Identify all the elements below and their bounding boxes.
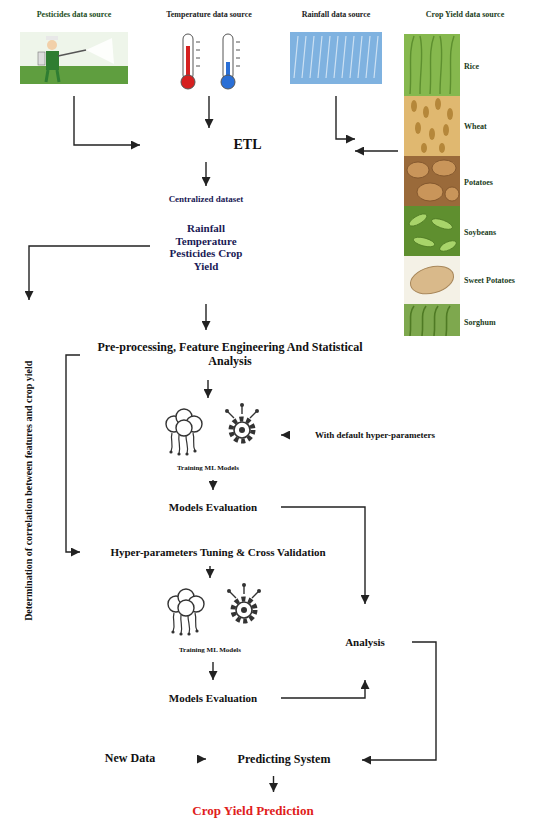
node-label: Pre-processing, Feature Engineering And …: [86, 341, 374, 369]
thermometer-picture: [181, 34, 240, 89]
node-label: Rainfall Temperature Pesticides Crop Yie…: [164, 222, 248, 273]
rain-picture: [290, 32, 382, 84]
node-label: Training ML Models: [137, 646, 283, 654]
decision-diamond: Analysis: [318, 604, 412, 680]
process-box: ETL: [140, 128, 355, 162]
ml-icons: [168, 583, 261, 636]
dataset-cylinder: Centralized datasetRainfall Temperature …: [150, 186, 262, 304]
block-arrow: New Data: [80, 740, 200, 778]
process-box: Models Evaluation: [145, 490, 281, 524]
node-label: New Data: [105, 752, 155, 766]
flow-arrow: [207, 380, 208, 398]
flow-arrow: [281, 434, 286, 435]
node-label: Training ML Models: [137, 464, 279, 472]
node-label: Models Evaluation: [169, 692, 257, 705]
flow-arrow: [281, 680, 365, 698]
flow-arrow: [205, 162, 206, 186]
node-label: Models Evaluation: [169, 501, 257, 514]
flow-arrow: [74, 96, 140, 145]
node-label: ETL: [233, 137, 261, 153]
crop-label: Sweet Potatoes: [464, 276, 528, 285]
node-outline: [398, 4, 532, 350]
result-box: Crop Yield Prediction: [165, 792, 341, 830]
process-box: Models Evaluation: [145, 680, 281, 716]
data-source-cylinder: Temperature data source: [150, 4, 268, 96]
flow-arrow: [212, 480, 213, 490]
data-source-cylinder: Pesticides data source: [8, 4, 140, 96]
crop-label: Soybeans: [464, 228, 528, 237]
node-label: Crop Yield Prediction: [192, 804, 313, 819]
node-label: Crop Yield data source: [400, 10, 530, 19]
node-label: Predicting System: [238, 753, 331, 767]
node-label: Centralized dataset: [152, 194, 260, 204]
flow-arrow: [209, 566, 210, 578]
crop-label: Sorghum: [464, 318, 528, 327]
model-box: Training ML Models: [135, 578, 285, 662]
flow-arrow: [355, 150, 398, 151]
flow-arrow: [362, 642, 436, 760]
process-box: Pre-processing, Feature Engineering And …: [80, 330, 380, 380]
flow-arrow: [66, 355, 80, 552]
node-label: Rainfall data source: [280, 10, 392, 19]
flow-arrow: [208, 96, 209, 128]
block-arrow: With default hyper-parameters: [286, 418, 448, 452]
flow-arrow: [212, 662, 213, 680]
flow-arrow: [336, 96, 355, 139]
data-source-cylinder: Crop Yield data sourceRiceWheatPotatoesS…: [398, 4, 532, 350]
sprayer-picture: [20, 32, 128, 84]
node-label: Hyper-parameters Tuning & Cross Validati…: [110, 546, 325, 559]
flow-arrow: [205, 304, 206, 330]
crop-pictures: [404, 34, 460, 336]
node-label: Temperature data source: [152, 10, 266, 19]
crop-label: Potatoes: [464, 178, 528, 187]
node-label: Determination of correlation between fea…: [23, 361, 35, 621]
node-label: Pesticides data source: [10, 10, 138, 19]
side-band: Determination of correlation between fea…: [14, 300, 44, 682]
crop-label: Rice: [464, 62, 528, 71]
node-label: Analysis: [345, 636, 385, 649]
node-label: With default hyper-parameters: [315, 430, 435, 440]
crop-label: Wheat: [464, 122, 528, 131]
flow-arrow: [200, 758, 206, 759]
flow-arrow: [29, 246, 150, 300]
flow-arrow: [273, 776, 274, 792]
data-source-cylinder: Rainfall data source: [278, 4, 394, 96]
process-box: Hyper-parameters Tuning & Cross Validati…: [80, 538, 356, 566]
ml-icons: [166, 403, 259, 456]
model-box: Training ML Models: [135, 398, 281, 480]
process-box: Predicting System: [206, 744, 362, 776]
